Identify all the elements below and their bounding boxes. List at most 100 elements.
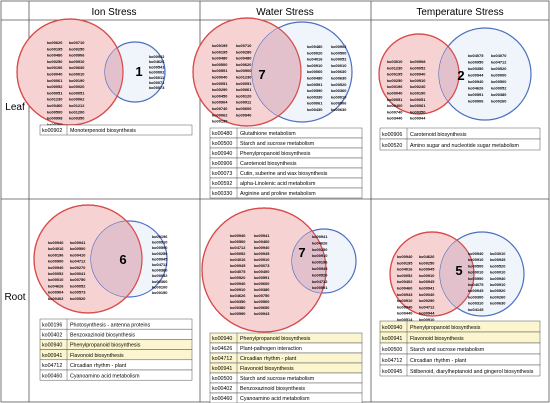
- set-b-ko-code: ko00541: [149, 64, 165, 69]
- set-b-ko-code: ko00630: [490, 301, 505, 306]
- pathway-row: [209, 187, 363, 199]
- set-a-ko-code: ko00052: [48, 271, 64, 276]
- set-b-ko-code: ko00910: [307, 63, 322, 68]
- set-b-ko-code: ko04075: [468, 282, 484, 287]
- set-b-ko-code: ko00100: [152, 284, 167, 289]
- set-a-ko-code: ko00250: [419, 260, 434, 265]
- pathway-code: ko00940: [42, 343, 62, 349]
- pathway-code: ko00460: [42, 373, 62, 379]
- set-a-ko-code: ko04626: [48, 283, 64, 288]
- set-a-ko-code: ko00350: [230, 299, 245, 304]
- set-a-ko-code: ko00041: [70, 271, 86, 276]
- row-label-leaf: Leaf: [5, 102, 25, 113]
- pathway-code: ko00073: [212, 171, 232, 177]
- set-b-ko-code: ko00480: [307, 76, 322, 81]
- set-a-ko-code: ko00514: [397, 317, 413, 322]
- set-b-ko-code: ko00520: [331, 82, 346, 87]
- pathway-code: ko00945: [382, 369, 402, 375]
- set-b-ko-code: ko00052: [152, 273, 168, 278]
- set-b-ko-code: ko00052: [331, 57, 347, 62]
- set-b-ko-code: ko00010: [331, 94, 346, 99]
- red-set-outline: [378, 33, 460, 115]
- set-a-ko-code: ko00460: [397, 286, 412, 291]
- set-a-ko-code: ko00740: [387, 109, 402, 114]
- pathway-code: ko00941: [382, 336, 402, 342]
- set-a-ko-code: ko00500: [47, 109, 62, 114]
- set-a-ko-code: ko00940: [48, 240, 63, 245]
- set-a-ko-code: ko00620: [47, 40, 62, 45]
- set-a-ko-code: ko00020: [69, 84, 84, 89]
- set-a-ko-code: ko00591: [254, 275, 270, 280]
- set-a-ko-code: ko01200: [69, 109, 84, 114]
- set-a-ko-code: ko00440: [397, 311, 412, 316]
- pathway-row: [39, 369, 193, 381]
- pathway-code: ko00906: [382, 132, 402, 138]
- set-a-ko-code: ko01230: [236, 75, 251, 80]
- pathway-code: ko00402: [212, 386, 232, 392]
- set-b-ko-code: ko00250: [312, 247, 327, 252]
- set-a-ko-code: ko00195: [212, 43, 228, 48]
- pathway-code: ko00520: [382, 143, 402, 149]
- set-a-ko-code: ko00591: [212, 68, 228, 73]
- set-a-ko-code: ko00650: [254, 305, 269, 310]
- pathway-name: Phenylpropanoid biosynthesis: [240, 336, 311, 342]
- set-a-ko-code: ko00910: [397, 298, 412, 303]
- set-b-ko-code: ko00310: [468, 301, 483, 306]
- set-a-ko-code: ko00052: [47, 84, 63, 89]
- set-a-ko-code: ko00062: [69, 97, 85, 102]
- set-b-ko-code: ko00196: [312, 260, 328, 265]
- set-a-ko-code: ko00195: [47, 46, 63, 51]
- set-b-ko-code: ko00061: [307, 101, 323, 106]
- set-b-ko-code: ko04626: [312, 240, 328, 245]
- pathway-name: Phenylpropanoid biosynthesis: [410, 325, 481, 331]
- set-a-ko-code: ko00900: [48, 259, 63, 264]
- pathway-name: alpha-Linolenic acid metabolism: [240, 181, 316, 187]
- set-b-ko-code: ko00940: [468, 79, 483, 84]
- set-a-ko-code: ko00480: [47, 53, 62, 58]
- set-a-ko-code: ko00040: [212, 75, 227, 80]
- set-a-ko-code: ko03440: [387, 116, 402, 121]
- overlap-count: 1: [135, 64, 142, 79]
- pathway-row: [379, 138, 541, 151]
- pathway-name: Plant-pathogen interaction: [240, 346, 302, 352]
- set-b-ko-code: ko00520: [490, 263, 505, 268]
- set-a-ko-code: ko00460: [47, 103, 62, 108]
- set-b-ko-code: ko00350: [468, 66, 483, 71]
- set-a-ko-code: ko00190: [69, 78, 84, 83]
- set-a-ko-code: ko00400: [254, 269, 269, 274]
- set-a-ko-code: ko00911: [236, 100, 252, 105]
- set-b-ko-code: ko04145: [468, 307, 484, 312]
- set-a-ko-code: ko00061: [410, 103, 426, 108]
- set-b-ko-code: ko00520: [491, 66, 506, 71]
- set-a-ko-code: ko00040: [419, 292, 434, 297]
- set-a-ko-code: ko00500: [230, 239, 245, 244]
- set-a-ko-code: ko00061: [47, 78, 63, 83]
- set-a-ko-code: ko00196: [47, 65, 63, 70]
- set-b-ko-code: ko00520: [490, 288, 505, 293]
- pathway-code: ko00402: [42, 333, 62, 339]
- set-a-ko-code: ko00945: [230, 263, 246, 268]
- set-a-ko-code: ko00910: [254, 257, 269, 262]
- pathway-name: Circadian rhythm - plant: [240, 356, 297, 362]
- set-a-ko-code: ko00250: [69, 46, 84, 51]
- set-b-ko-code: ko04712: [312, 279, 328, 284]
- set-b-ko-code: ko00630: [331, 76, 346, 81]
- set-a-ko-code: ko00590: [230, 311, 245, 316]
- set-a-ko-code: ko00270: [70, 265, 85, 270]
- pathway-code: ko00480: [212, 131, 232, 137]
- set-a-ko-code: ko00910: [419, 317, 434, 322]
- set-a-ko-code: ko04016: [48, 246, 64, 251]
- overlap-count: 2: [457, 68, 464, 83]
- pathway-code: ko00940: [212, 336, 232, 342]
- set-b-ko-code: ko00196: [152, 234, 168, 239]
- set-a-ko-code: ko00500: [254, 299, 269, 304]
- set-b-ko-code: ko00380: [152, 268, 167, 273]
- set-b-ko-code: ko00944: [468, 73, 484, 78]
- set-a-ko-code: ko00940: [410, 72, 425, 77]
- set-a-ko-code: ko00500: [212, 62, 227, 67]
- column-header-water: Water Stress: [256, 7, 313, 18]
- set-a-ko-code: ko00940: [397, 304, 412, 309]
